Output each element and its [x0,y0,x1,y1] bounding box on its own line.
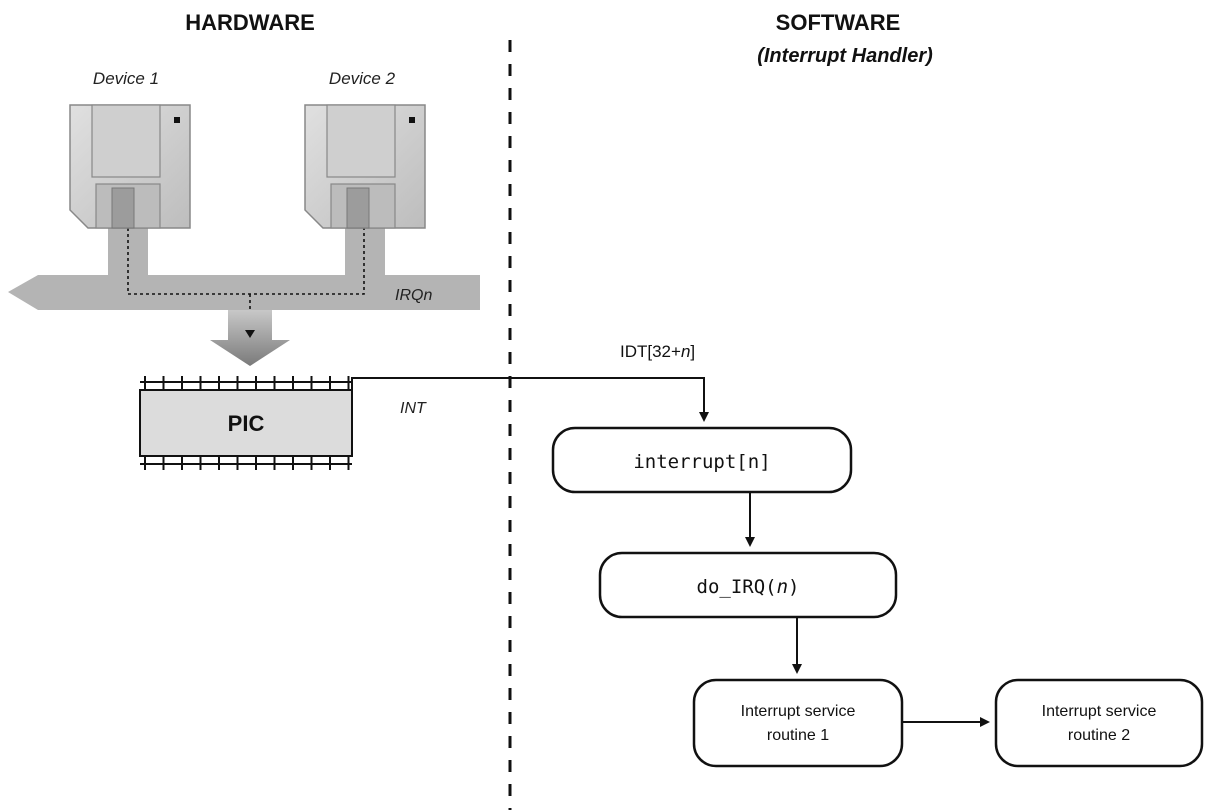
do-irq-node [598,551,898,619]
irq-bus-label: IRQn [395,287,432,304]
device-2-connector [345,222,385,282]
irq-signal-path [127,222,365,295]
isr-1-line1: Interrupt service [741,703,856,720]
isr-2-line1: Interrupt service [1042,703,1157,720]
interrupt-n-label: interrupt[n] [633,451,770,473]
software-subheader: (Interrupt Handler) [757,45,933,67]
software-header: SOFTWARE [776,10,901,35]
pic-chip [139,376,353,470]
isr-1-line2: routine 1 [767,727,829,744]
device-2-label: Device 2 [329,69,396,88]
isr-1-node [692,678,904,768]
interrupt-n-node [551,426,853,494]
isr-2-line2: routine 2 [1068,727,1130,744]
do-irq-label: do_IRQ(n) [697,576,800,598]
int-label: INT [400,400,427,417]
device-1-label: Device 1 [93,69,159,88]
idt-label: IDT[32+n] [620,342,695,361]
int-line [351,377,709,422]
pic-label: PIC [228,411,265,436]
irq-bus [8,275,480,310]
device-2-floppy-icon [304,104,426,229]
isr-2-node [994,678,1204,768]
device-1-floppy-icon [69,104,191,229]
hardware-header: HARDWARE [185,10,315,35]
